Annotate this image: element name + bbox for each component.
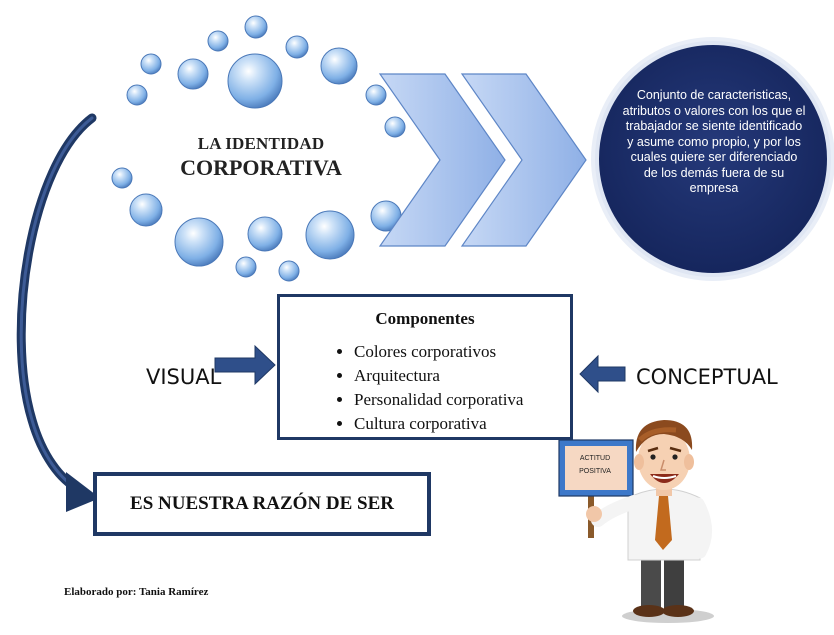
components-title: Componentes bbox=[375, 309, 475, 328]
definition-text: Conjunto de caracteristicas, atributos o… bbox=[622, 88, 806, 195]
bubble bbox=[126, 84, 148, 106]
bubble bbox=[227, 53, 283, 109]
bubble bbox=[285, 35, 309, 59]
sign-text: ACTITUD POSITIVA bbox=[568, 452, 622, 478]
bubble bbox=[278, 260, 300, 282]
conceptual-label: CONCEPTUAL bbox=[636, 365, 778, 389]
bubble bbox=[320, 47, 358, 85]
visual-label: VISUAL bbox=[146, 365, 222, 389]
bubble bbox=[177, 58, 209, 90]
bubble-ring bbox=[111, 15, 406, 282]
curved-arrow bbox=[16, 113, 100, 512]
arrowhead-icon bbox=[66, 472, 100, 512]
razon-text: ES NUESTRA RAZÓN DE SER bbox=[130, 493, 394, 514]
credit-text: Elaborado por: Tania Ramírez bbox=[64, 586, 209, 598]
list-item: Arquitectura bbox=[354, 364, 523, 388]
chevron-arrow bbox=[378, 73, 506, 247]
visual-arrow-icon bbox=[214, 344, 276, 386]
sign-line1: ACTITUD bbox=[579, 455, 611, 462]
chevron-arrows bbox=[378, 73, 587, 247]
bubble bbox=[111, 167, 133, 189]
bubble bbox=[305, 210, 355, 260]
definition-circle-inner bbox=[595, 41, 831, 277]
bubble bbox=[244, 15, 268, 39]
bubble bbox=[174, 217, 224, 267]
bubble bbox=[365, 84, 387, 106]
list-item: Cultura corporativa bbox=[354, 412, 523, 436]
bubble bbox=[140, 53, 162, 75]
diagram-title-line2: CORPORATIVA bbox=[180, 155, 342, 180]
bubble bbox=[207, 30, 229, 52]
bubble bbox=[235, 256, 257, 278]
diagram-title-line1: LA IDENTIDAD bbox=[197, 134, 325, 153]
bubble bbox=[129, 193, 163, 227]
bubble bbox=[384, 116, 406, 138]
bubble bbox=[247, 216, 283, 252]
components-box: Componentes Colores corporativos Arquite… bbox=[277, 294, 573, 440]
sign-line2: POSITIVA bbox=[579, 468, 611, 475]
components-list: Colores corporativos Arquitectura Person… bbox=[332, 340, 523, 436]
chevron-arrow bbox=[460, 73, 587, 247]
businessman-illustration bbox=[558, 420, 714, 623]
razon-box: ES NUESTRA RAZÓN DE SER bbox=[93, 472, 431, 536]
conceptual-arrow-icon bbox=[579, 354, 626, 394]
list-item: Personalidad corporativa bbox=[354, 388, 523, 412]
list-item: Colores corporativos bbox=[354, 340, 523, 364]
